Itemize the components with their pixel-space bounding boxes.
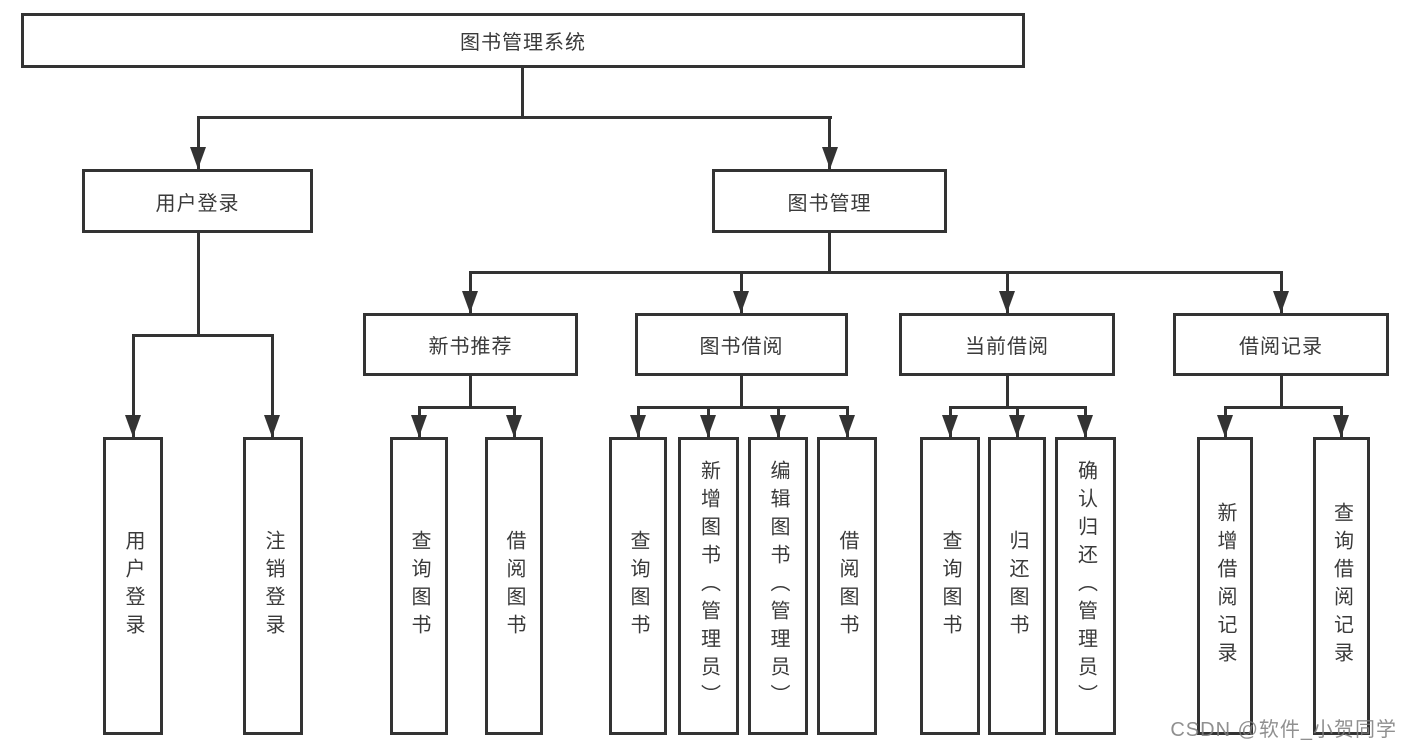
arrowhead xyxy=(411,415,427,437)
leaf-label: 借阅图书 xyxy=(836,530,858,642)
connector-line xyxy=(828,233,831,273)
connector-line xyxy=(132,336,135,437)
connector-line xyxy=(418,406,516,409)
leaf-borrow-book-recommend: 借阅图书 xyxy=(485,437,543,735)
connector-line xyxy=(949,406,1087,409)
leaf-label: 查询图书 xyxy=(408,530,430,642)
arrowhead xyxy=(1217,415,1233,437)
connector-line xyxy=(740,376,743,408)
node-book-management: 图书管理 xyxy=(712,169,947,233)
arrowhead xyxy=(1273,291,1289,313)
arrowhead xyxy=(700,415,716,437)
connector-line xyxy=(521,68,524,118)
arrowhead xyxy=(839,415,855,437)
node-new-book-recommend: 新书推荐 xyxy=(363,313,578,376)
leaf-add-book-admin: 新增图书（管理员） xyxy=(678,437,739,735)
node-borrow-record: 借阅记录 xyxy=(1173,313,1389,376)
leaf-label: 查询图书 xyxy=(627,530,649,642)
connector-line xyxy=(469,271,1283,274)
arrowhead xyxy=(506,415,522,437)
leaf-label: 查询图书 xyxy=(939,530,961,642)
leaf-borrow-book: 借阅图书 xyxy=(817,437,877,735)
connector-line xyxy=(271,336,274,437)
arrowhead xyxy=(462,291,478,313)
arrowhead xyxy=(1009,415,1025,437)
arrowhead xyxy=(630,415,646,437)
connector-line xyxy=(197,118,200,169)
csdn-watermark: CSDN @软件_小贺同学 xyxy=(1170,719,1397,741)
connector-line xyxy=(132,334,274,337)
arrowhead xyxy=(1077,415,1093,437)
connector-line xyxy=(828,118,831,169)
arrowhead xyxy=(264,415,280,437)
connector-line xyxy=(197,233,200,336)
leaf-confirm-return-admin: 确认归还（管理员） xyxy=(1055,437,1116,735)
arrowhead xyxy=(770,415,786,437)
leaf-query-borrow-record: 查询借阅记录 xyxy=(1313,437,1370,735)
connector-line xyxy=(197,116,832,119)
connector-line xyxy=(1224,406,1343,409)
leaf-label: 新增图书（管理员） xyxy=(697,460,720,712)
leaf-query-book-recommend: 查询图书 xyxy=(390,437,448,735)
leaf-label: 借阅图书 xyxy=(503,530,525,642)
arrowhead xyxy=(1333,415,1349,437)
leaf-add-borrow-record: 新增借阅记录 xyxy=(1197,437,1253,735)
leaf-label: 查询借阅记录 xyxy=(1330,502,1353,670)
leaf-user-login: 用户登录 xyxy=(103,437,163,735)
node-library-system: 图书管理系统 xyxy=(21,13,1025,68)
connector-line xyxy=(1280,376,1283,408)
leaf-edit-book-admin: 编辑图书（管理员） xyxy=(748,437,808,735)
leaf-label: 编辑图书（管理员） xyxy=(767,460,789,712)
node-user-login: 用户登录 xyxy=(82,169,313,233)
arrowhead xyxy=(733,291,749,313)
node-current-borrow: 当前借阅 xyxy=(899,313,1115,376)
node-book-borrow: 图书借阅 xyxy=(635,313,848,376)
connector-line xyxy=(469,376,472,408)
arrowhead xyxy=(822,147,838,169)
leaf-query-book-current: 查询图书 xyxy=(920,437,980,735)
leaf-label: 确认归还（管理员） xyxy=(1074,460,1097,712)
leaf-label: 新增借阅记录 xyxy=(1214,502,1236,670)
leaf-query-book-borrow: 查询图书 xyxy=(609,437,667,735)
arrowhead xyxy=(190,147,206,169)
leaf-label: 注销登录 xyxy=(262,530,284,642)
arrowhead xyxy=(125,415,141,437)
leaf-label: 用户登录 xyxy=(122,530,144,642)
leaf-label: 归还图书 xyxy=(1006,530,1028,642)
arrowhead xyxy=(942,415,958,437)
leaf-return-book: 归还图书 xyxy=(988,437,1046,735)
arrowhead xyxy=(999,291,1015,313)
leaf-logout: 注销登录 xyxy=(243,437,303,735)
connector-line xyxy=(1006,376,1009,408)
connector-line xyxy=(637,406,849,409)
